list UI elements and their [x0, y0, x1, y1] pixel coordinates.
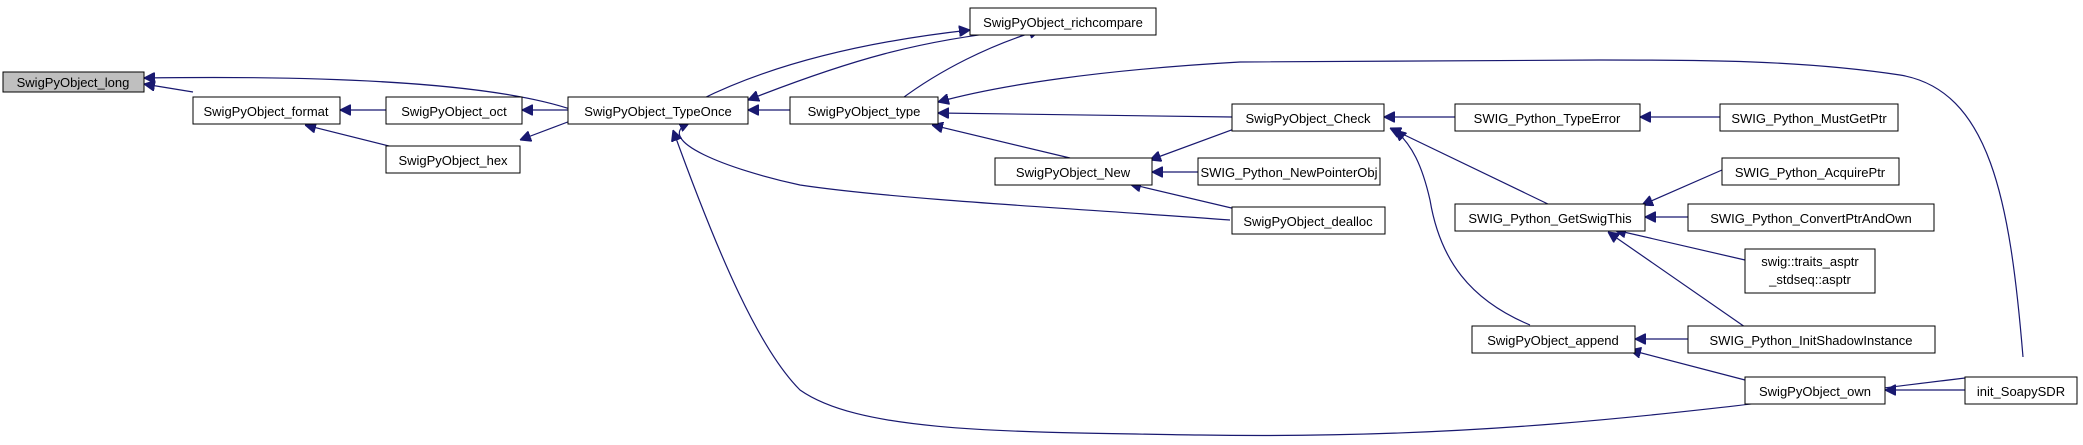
edge-dealloc-to-typeonce — [679, 122, 1231, 221]
node-label: SwigPyObject_dealloc — [1243, 214, 1373, 229]
node-label-line-2: _stdseq::asptr — [1768, 272, 1851, 287]
node-label: SwigPyObject_richcompare — [983, 15, 1143, 30]
node-swig-python-initshadowinstance[interactable]: SWIG_Python_InitShadowInstance — [1687, 325, 1936, 354]
edge-traits-to-getswigthis — [1615, 230, 1746, 261]
node-label: SWIG_Python_TypeError — [1474, 111, 1621, 126]
node-swig-python-convertptrandown[interactable]: SWIG_Python_ConvertPtrAndOwn — [1687, 203, 1935, 232]
node-swigpyobject-new[interactable]: SwigPyObject_New — [994, 157, 1153, 186]
node-swigpyobject-type[interactable]: SwigPyObject_type — [789, 96, 939, 125]
edge-type-to-richcompare — [899, 30, 1040, 101]
node-swig-python-newpointerobj[interactable]: SWIG_Python_NewPointerObj — [1197, 157, 1381, 186]
edge-acquireptr-to-getswigthis — [1642, 169, 1723, 205]
nodes: SwigPyObject_long SwigPyObject_format Sw… — [2, 7, 2078, 405]
node-label: SwigPyObject_format — [204, 104, 329, 119]
node-label: SWIG_Python_ConvertPtrAndOwn — [1710, 211, 1912, 226]
edge-dealloc-to-new — [1130, 184, 1241, 211]
edge-own-to-append — [1630, 350, 1746, 381]
node-label: SwigPyObject_append — [1487, 333, 1619, 348]
node-label: SwigPyObject_own — [1759, 384, 1871, 399]
node-label: SwigPyObject_type — [808, 104, 921, 119]
node-swigpyobject-append[interactable]: SwigPyObject_append — [1471, 325, 1636, 354]
node-label: SWIG_Python_NewPointerObj — [1200, 165, 1377, 180]
node-label-line-1: swig::traits_asptr — [1761, 254, 1859, 269]
edge-format-to-long — [144, 84, 194, 93]
edge-check-to-new — [1150, 124, 1246, 160]
edges — [144, 30, 2024, 437]
edge-getswigthis-to-check — [1390, 128, 1551, 206]
node-swig-traits-asptr-stdseq-asptr[interactable]: swig::traits_asptr _stdseq::asptr — [1744, 248, 1876, 294]
node-swig-python-typeerror[interactable]: SWIG_Python_TypeError — [1454, 103, 1641, 132]
edge-typeonce-to-hex — [520, 119, 574, 140]
node-label: SwigPyObject_Check — [1246, 111, 1371, 126]
edge-append-to-check — [1395, 130, 1531, 326]
node-swig-python-acquireptr[interactable]: SWIG_Python_AcquirePtr — [1721, 157, 1900, 186]
node-label: SWIG_Python_MustGetPtr — [1731, 111, 1887, 126]
node-swigpyobject-richcompare[interactable]: SwigPyObject_richcompare — [969, 7, 1157, 36]
node-label: SwigPyObject_hex — [398, 153, 508, 168]
node-swig-python-getswigthis[interactable]: SWIG_Python_GetSwigThis — [1454, 203, 1646, 232]
node-swigpyobject-own[interactable]: SwigPyObject_own — [1744, 376, 1886, 405]
node-swigpyobject-long[interactable]: SwigPyObject_long — [2, 71, 145, 93]
edge-typeonce-to-long — [144, 77, 574, 111]
node-label: SWIG_Python_AcquirePtr — [1735, 165, 1886, 180]
node-swigpyobject-typeonce[interactable]: SwigPyObject_TypeOnce — [567, 96, 749, 125]
node-label: SwigPyObject_oct — [401, 104, 507, 119]
node-label: SWIG_Python_InitShadowInstance — [1709, 333, 1912, 348]
node-label: SwigPyObject_New — [1016, 165, 1131, 180]
node-swigpyobject-hex[interactable]: SwigPyObject_hex — [385, 145, 521, 174]
node-label: SWIG_Python_GetSwigThis — [1468, 211, 1632, 226]
edge-check-to-type — [938, 113, 1233, 117]
node-label: init_SoapySDR — [1977, 384, 2065, 399]
edge-init-to-type — [938, 59, 2024, 358]
node-label: SwigPyObject_long — [17, 75, 130, 90]
node-swigpyobject-oct[interactable]: SwigPyObject_oct — [385, 96, 523, 125]
node-init-soapysdr[interactable]: init_SoapySDR — [1964, 376, 2078, 405]
edge-new-to-type — [932, 125, 1071, 159]
node-swigpyobject-format[interactable]: SwigPyObject_format — [192, 96, 341, 125]
node-swigpyobject-dealloc[interactable]: SwigPyObject_dealloc — [1231, 206, 1386, 235]
edge-init-to-typeonce — [673, 130, 1966, 437]
node-label: SwigPyObject_TypeOnce — [584, 104, 731, 119]
edge-typeonce-to-richcompare — [699, 30, 970, 101]
node-swigpyobject-check[interactable]: SwigPyObject_Check — [1231, 103, 1385, 132]
edge-initshadow-to-getswigthis — [1608, 232, 1746, 328]
node-swig-python-mustgetptr[interactable]: SWIG_Python_MustGetPtr — [1719, 103, 1899, 132]
